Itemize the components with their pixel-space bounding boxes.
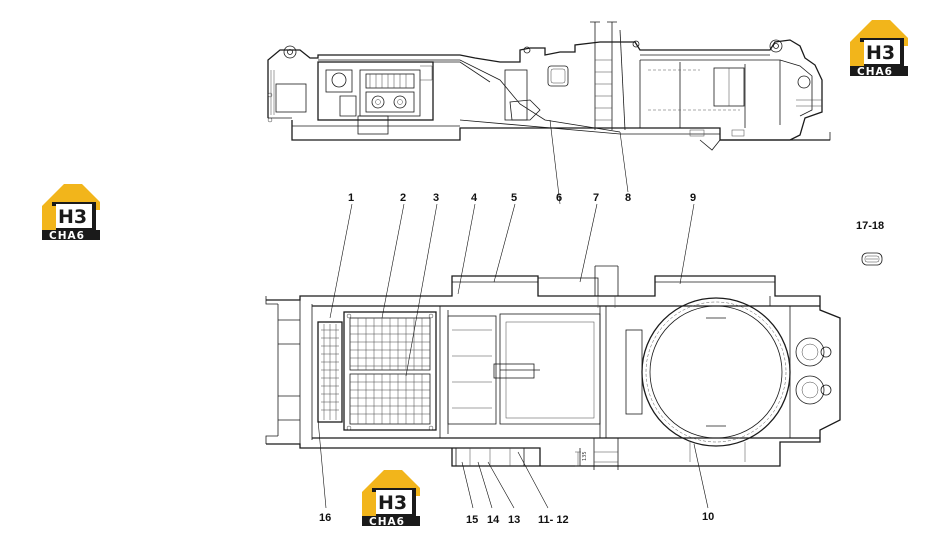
logo-word: CHA6: [857, 66, 893, 76]
callout-13: 13: [508, 514, 520, 526]
callout-11-12: 11- 12: [538, 514, 569, 526]
ladder: [590, 21, 626, 131]
brand-logo-top-right: H3 CHA6: [848, 16, 910, 76]
callout-4: 4: [471, 192, 478, 204]
part-17-18-icon: [861, 252, 883, 266]
brand-logo-left: H3 CHA6: [40, 180, 102, 240]
callout-8: 8: [625, 192, 631, 204]
logo-mark: H3: [58, 206, 87, 228]
engine: [317, 61, 491, 135]
brand-logo-bottom: H3 CHA6: [360, 466, 422, 526]
callout-14: 14: [487, 514, 500, 526]
logo-mark: H3: [378, 492, 407, 514]
plan-view: 135: [265, 265, 841, 470]
side-view: [267, 21, 831, 151]
logo-mark: H3: [866, 42, 895, 64]
rear-end: [769, 296, 832, 438]
callout-17-18: 17-18: [856, 220, 884, 232]
callout-10: 10: [702, 511, 714, 523]
callout-15: 15: [466, 514, 478, 526]
callout-16: 16: [319, 512, 331, 524]
dimension-text: 135: [582, 451, 588, 461]
logo-word: CHA6: [369, 516, 405, 526]
callout-leaders: [317, 119, 709, 509]
callout-5: 5: [511, 192, 517, 204]
logo-word: CHA6: [49, 230, 85, 240]
callout-7: 7: [593, 192, 599, 204]
callout-9: 9: [690, 192, 696, 204]
callout-2: 2: [400, 192, 406, 204]
callout-6: 6: [556, 192, 562, 204]
engine-hood: [343, 311, 437, 431]
callout-3: 3: [433, 192, 439, 204]
callout-labels: 1 2 3 4 5 6 7 8 9 17-18 16 15 14 13 11- …: [319, 192, 884, 526]
radiator: [317, 321, 343, 423]
callout-1: 1: [348, 192, 354, 204]
